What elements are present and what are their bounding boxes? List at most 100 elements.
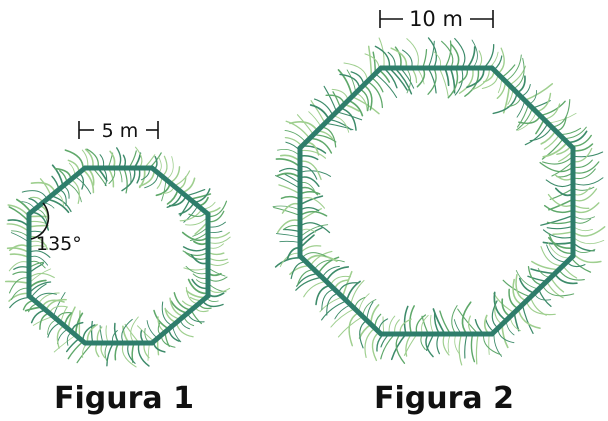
- grass-blade: [457, 308, 479, 335]
- grass-blade: [483, 314, 491, 335]
- grass-blade: [28, 281, 52, 294]
- dimension-marker-2: [379, 10, 494, 28]
- grass-blade: [185, 189, 206, 197]
- grass-blade: [324, 122, 354, 131]
- grass-blade: [320, 126, 337, 148]
- grass-blade: [572, 215, 596, 220]
- grass-blade: [458, 333, 463, 366]
- grass-blade: [343, 62, 368, 82]
- grass-blade: [47, 319, 58, 335]
- grass-blade: [524, 122, 549, 146]
- grass-blade: [28, 272, 55, 279]
- grass-blade: [275, 175, 301, 189]
- grass-blade: [299, 206, 320, 212]
- grass-blade: [454, 37, 466, 69]
- grass-blade: [299, 210, 328, 217]
- grass-blade: [572, 236, 605, 245]
- side-label-2: 10 m: [409, 7, 463, 31]
- side-label-1: 5 m: [102, 120, 139, 142]
- grass-blade: [367, 45, 373, 79]
- grass-blade: [182, 246, 209, 252]
- grass-blade: [90, 320, 94, 344]
- grass-blade: [144, 172, 159, 189]
- grass-fringe-1: [4, 146, 231, 368]
- grass-blade: [8, 261, 30, 272]
- grass-blade: [299, 195, 324, 206]
- grass-blade: [405, 333, 413, 357]
- grass-blade: [67, 306, 76, 330]
- grass-blade: [447, 333, 451, 353]
- figure-2-caption: Figura 2: [374, 381, 514, 416]
- grass-blade: [517, 111, 537, 131]
- grass-blade: [289, 121, 319, 132]
- grass-blade: [535, 92, 552, 113]
- grass-blade: [531, 260, 560, 271]
- grass-blade: [313, 259, 345, 271]
- grass-blade: [332, 115, 350, 133]
- grass-blade: [542, 241, 574, 245]
- grass-blade: [127, 342, 136, 364]
- grass-blade: [285, 120, 311, 140]
- grass-blade: [572, 225, 594, 232]
- grass-blade: [28, 224, 49, 228]
- grass-blade: [276, 172, 301, 179]
- grass-blade: [505, 54, 522, 82]
- grass-blade: [541, 137, 564, 160]
- grass-blade: [477, 50, 483, 69]
- octagon-1: [26, 165, 211, 346]
- grass-blade: [439, 310, 452, 335]
- grass-blade: [427, 67, 437, 95]
- grass-blade: [502, 279, 532, 298]
- grass-blade: [207, 261, 229, 266]
- grass-blade: [299, 170, 332, 177]
- grass-blade: [161, 155, 168, 177]
- grass-blade: [274, 257, 303, 268]
- grass-blade: [137, 325, 155, 342]
- grass-blade: [518, 277, 536, 294]
- grass-blade: [50, 195, 72, 213]
- grass-blade: [530, 268, 556, 275]
- grass-blade: [572, 186, 595, 191]
- grass-blade: [130, 316, 139, 344]
- grass-blade: [542, 155, 574, 165]
- grass-blade: [447, 67, 459, 99]
- grass-blade: [427, 37, 438, 69]
- grass-blade: [70, 178, 80, 205]
- grass-blade: [406, 38, 419, 69]
- grass-blade: [366, 80, 384, 109]
- grass-blade: [275, 158, 301, 168]
- grass-blade: [401, 49, 413, 69]
- grass-blade: [403, 305, 409, 335]
- grass-blade: [464, 333, 468, 359]
- grass-blade: [321, 288, 335, 311]
- grass-blade: [308, 137, 333, 154]
- grass-blade: [299, 155, 319, 161]
- grass-blade: [28, 279, 47, 290]
- grass-blade: [207, 276, 228, 282]
- grass-blade: [207, 231, 230, 239]
- grass-blade: [430, 314, 435, 335]
- grass-blade: [309, 250, 333, 267]
- grass-blade: [290, 261, 307, 280]
- grass-blade: [572, 177, 604, 186]
- grass-blade: [345, 280, 361, 302]
- grass-blade: [106, 342, 114, 367]
- grass-blade: [546, 225, 574, 230]
- grass-blade: [516, 99, 526, 118]
- grass-blade: [542, 284, 575, 297]
- angle-arc: [30, 202, 50, 240]
- grass-blade: [364, 327, 376, 358]
- grass-blade: [572, 168, 596, 180]
- grass-fringe-2: [272, 37, 606, 366]
- grass-blade: [4, 280, 30, 284]
- grass-blade: [131, 342, 135, 363]
- grass-blade: [9, 253, 30, 259]
- grass-blade: [552, 230, 574, 235]
- dimension-marker-1: [78, 121, 159, 139]
- grass-blade: [169, 166, 181, 184]
- grass-blade: [372, 51, 376, 75]
- grass-blade: [6, 223, 30, 233]
- grass-blade: [299, 245, 322, 254]
- grass-blade: [572, 252, 602, 264]
